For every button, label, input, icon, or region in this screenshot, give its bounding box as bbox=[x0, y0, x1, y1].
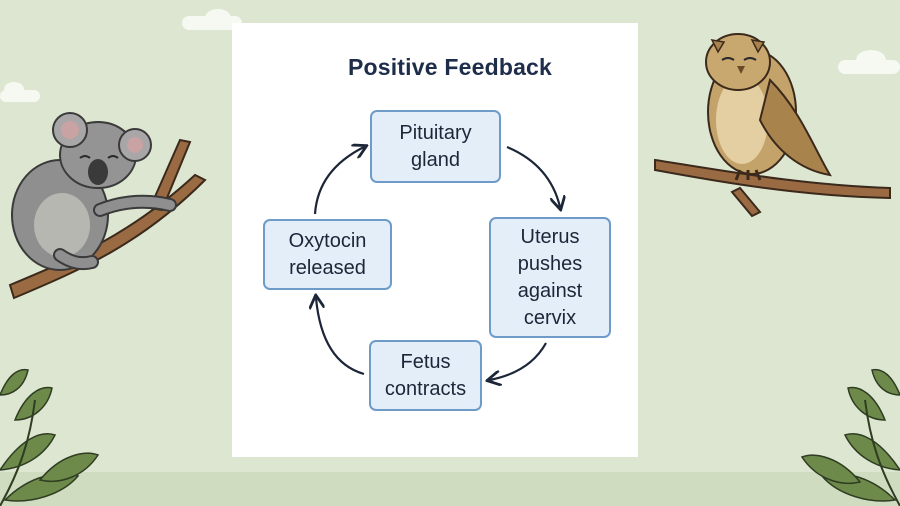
node-oxytocin: Oxytocin released bbox=[263, 219, 392, 290]
arrow-fetus-to-oxytocin bbox=[316, 298, 365, 376]
arrow-pituitary-to-uterus bbox=[506, 145, 560, 207]
cloud-right-puff bbox=[856, 50, 886, 70]
arrow-uterus-to-fetus bbox=[490, 342, 547, 380]
arrow-oxytocin-to-pituitary bbox=[313, 147, 364, 215]
node-pituitary-gland: Pituitary gland bbox=[370, 110, 501, 183]
node-uterus: Uterus pushes against cervix bbox=[489, 217, 611, 338]
cloud-top-puff bbox=[205, 9, 231, 27]
ground-strip bbox=[0, 472, 900, 506]
cloud-left-puff bbox=[4, 82, 24, 96]
koala-illustration bbox=[8, 112, 207, 300]
owl-illustration bbox=[654, 33, 891, 218]
diagram-title: Positive Feedback bbox=[347, 54, 553, 80]
node-fetus: Fetus contracts bbox=[369, 340, 482, 411]
